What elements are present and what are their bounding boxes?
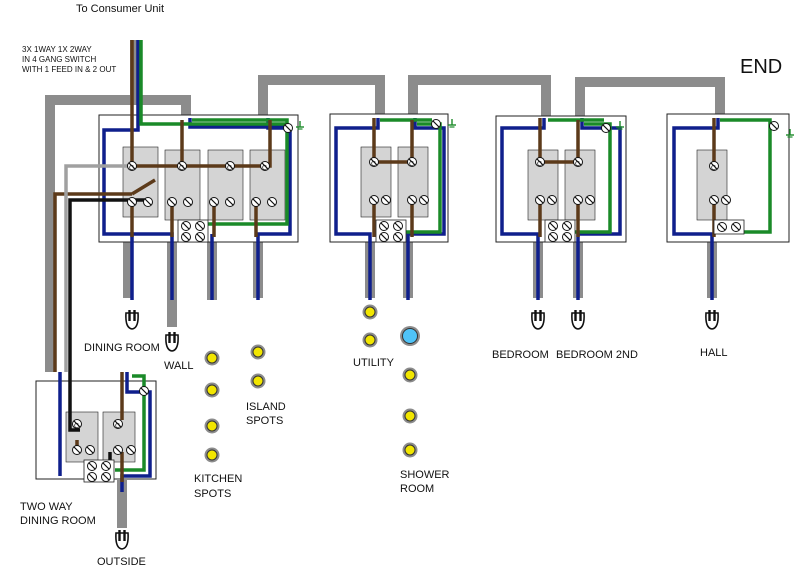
svg-text:C: C — [262, 165, 267, 172]
svg-text:C: C — [575, 161, 580, 168]
bedroom-2nd-label: BEDROOM 2ND — [556, 349, 638, 361]
connector-blocks — [83, 219, 745, 483]
svg-text:C: C — [74, 423, 79, 430]
island-spot — [250, 344, 266, 360]
svg-text:C: C — [227, 165, 232, 172]
terminal-labels: C C C C C C C C C C C — [74, 161, 716, 430]
hall-label: HALL — [700, 347, 728, 359]
two-way-label-2: DINING ROOM — [20, 515, 96, 527]
utility-spot — [362, 332, 378, 348]
blue-wires — [58, 40, 720, 492]
svg-text:C: C — [537, 161, 542, 168]
svg-text:C: C — [129, 165, 134, 172]
utility-label: UTILITY — [353, 357, 395, 369]
island-label-1: ISLAND — [246, 401, 286, 413]
bedroom-label: BEDROOM — [492, 349, 549, 361]
svg-text:C: C — [179, 165, 184, 172]
dining-room-lamp — [124, 308, 140, 331]
outside-lamp — [114, 528, 130, 551]
utility-spot — [362, 304, 378, 320]
lamps — [114, 304, 720, 551]
shower-label-1: SHOWER — [400, 469, 450, 481]
dining-room-label: DINING ROOM — [84, 342, 160, 354]
bedroom-lamp — [530, 308, 546, 331]
gang-note-line3: WITH 1 FEED IN & 2 OUT — [22, 65, 116, 74]
hall-lamp — [704, 308, 720, 331]
consumer-unit-label: To Consumer Unit — [76, 3, 164, 15]
kitchen-spot — [204, 382, 220, 398]
gang-note-line1: 3X 1WAY 1X 2WAY — [22, 45, 92, 54]
kitchen-spot — [204, 418, 220, 434]
svg-text:C: C — [711, 165, 716, 172]
gang-note-line2: IN 4 GANG SWITCH — [22, 55, 96, 64]
shower-label-2: ROOM — [400, 483, 434, 495]
shower-spot — [402, 408, 418, 424]
bedroom-2nd-lamp — [570, 308, 586, 331]
svg-text:C: C — [371, 161, 376, 168]
kitchen-label-2: SPOTS — [194, 488, 231, 500]
two-way-label-1: TWO WAY — [20, 501, 73, 513]
outside-label: OUTSIDE — [97, 556, 146, 568]
diagram-labels: To Consumer Unit 3X 1WAY 1X 2WAY IN 4 GA… — [20, 3, 782, 568]
kitchen-spot — [204, 350, 220, 366]
end-label: END — [740, 56, 782, 78]
shower-spot — [402, 367, 418, 383]
kitchen-spot — [204, 447, 220, 463]
green-wires — [115, 40, 772, 472]
island-label-2: SPOTS — [246, 415, 283, 427]
wall-label: WALL — [164, 360, 194, 372]
shower-spot — [402, 442, 418, 458]
svg-text:C: C — [409, 161, 414, 168]
shower-extractor — [400, 326, 420, 346]
wall-lamp — [164, 330, 180, 353]
island-spot — [250, 373, 266, 389]
kitchen-label-1: KITCHEN — [194, 473, 242, 485]
svg-text:C: C — [115, 423, 120, 430]
